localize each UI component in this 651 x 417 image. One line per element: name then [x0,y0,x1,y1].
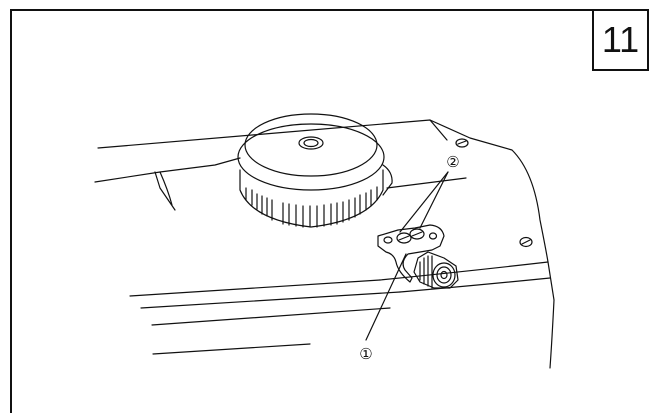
bed-screw-right [519,236,533,248]
illustration-frame [10,9,638,413]
machine-body-outline [94,119,555,369]
thread-guide-bracket [377,224,445,283]
bed-screw-top [455,138,469,148]
step-number-box: 11 [592,9,649,71]
callout-2-label: ② [446,153,459,171]
callout-1-label: ① [359,345,372,363]
step-number: 11 [601,19,640,60]
callout-1: ① [359,345,372,363]
thread-tension-knob [237,113,393,228]
callout-leaders [365,171,449,341]
callout-2: ② [446,153,459,171]
thread-tension-post [413,251,459,289]
bracket-screws [396,228,425,244]
